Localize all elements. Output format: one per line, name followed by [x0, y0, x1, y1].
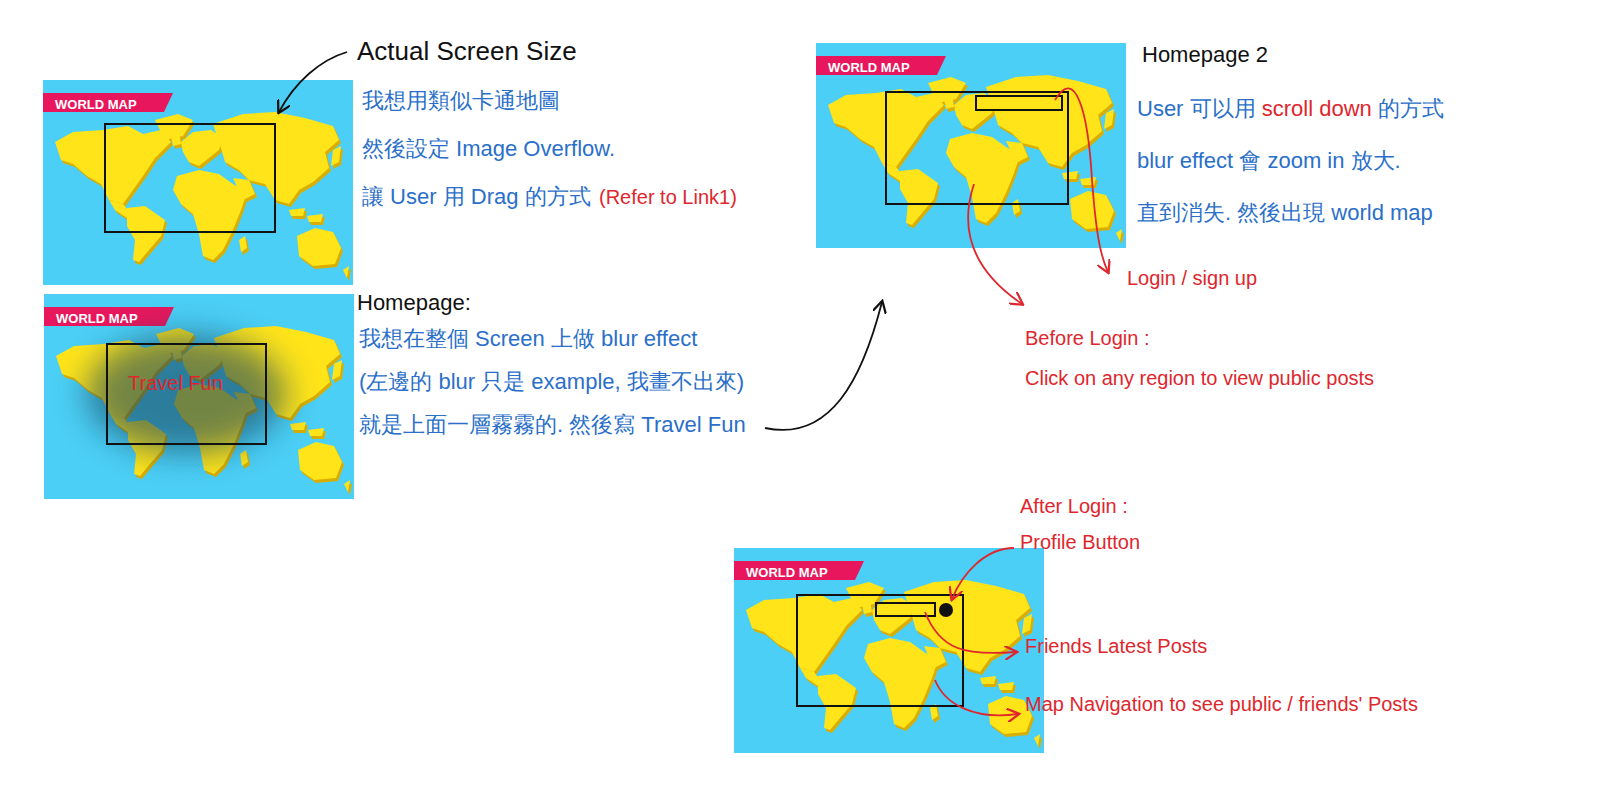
annotation-text: Before Login : [1025, 327, 1150, 349]
world-map-panel: WORLD MAP [816, 43, 1126, 248]
annotation-block: Friends Latest Posts [1025, 634, 1207, 658]
world-map-art [734, 548, 1044, 753]
annotation-text: Map Navigation to see public / friends' … [1025, 693, 1418, 715]
annotation-text: Homepage 2 [1142, 42, 1268, 67]
screen-frame [886, 92, 1068, 204]
blur-effect [86, 334, 286, 454]
annotation-text: Profile Button [1020, 531, 1140, 553]
annotation-text: Click on any region to view public posts [1025, 367, 1374, 389]
annotation-block: Map Navigation to see public / friends' … [1025, 692, 1418, 716]
leader-arrow [935, 680, 1018, 715]
world-map-art [44, 294, 354, 499]
annotation-text: Homepage: [357, 290, 471, 315]
annotation-block: 我想用類似卡通地圖 然後設定 Image Overflow. 讓 User 用 … [362, 78, 630, 222]
screen-frame [105, 124, 275, 232]
leader-arrow [952, 548, 1014, 599]
annotation-block: Before Login : [1025, 326, 1150, 350]
world-map-panel: WORLD MAP Travel Fun [44, 294, 354, 499]
leader-arrow [968, 184, 1022, 304]
annotation-block: Profile Button [1020, 530, 1140, 554]
map-tag-text: WORLD MAP [746, 565, 828, 581]
overlay-title: Travel Fun [128, 371, 223, 395]
annotation-block: Click on any region to view public posts [1025, 366, 1374, 390]
annotation-block: Homepage 2 [1142, 42, 1268, 68]
annotation-block: Login / sign up [1127, 266, 1257, 290]
annotation-block: After Login : [1020, 494, 1128, 518]
annotation-text: Actual Screen Size [357, 36, 577, 66]
annotation-block: (Refer to Link1) [599, 185, 737, 209]
annotation-text: 我想用類似卡通地圖 然後設定 Image Overflow. 讓 User 用 … [362, 88, 615, 209]
annotation-text: After Login : [1020, 495, 1128, 517]
screen-frame [797, 595, 963, 706]
leader-arrow [925, 612, 1016, 653]
annotation-text: Login / sign up [1127, 267, 1257, 289]
annotation-block: Homepage: [357, 290, 471, 316]
annotation-text: User 可以用 [1137, 96, 1256, 121]
world-map-panel: WORLD MAP [734, 548, 1044, 753]
map-tag-text: WORLD MAP [56, 311, 138, 327]
annotation-block: User 可以用scroll down的方式 blur effect 會 zoo… [1137, 84, 1467, 240]
map-tag-text: WORLD MAP [55, 97, 137, 113]
world-map-art [816, 43, 1126, 248]
annotation-block: 我想在整個 Screen 上做 blur effect (左邊的 blur 只是… [359, 318, 759, 447]
profile-dot [939, 603, 953, 617]
annotation-block: Actual Screen Size [357, 36, 577, 67]
map-tag-text: WORLD MAP [828, 60, 910, 76]
annotation-text: scroll down [1262, 96, 1372, 121]
screen-frame-box: Travel Fun [106, 343, 267, 445]
annotation-text: Friends Latest Posts [1025, 635, 1207, 657]
leader-arrow [279, 52, 347, 112]
world-map-panel: WORLD MAP [43, 80, 353, 285]
leader-arrow [1055, 88, 1108, 272]
flow-arrow [765, 302, 882, 430]
world-map-art [43, 80, 353, 285]
annotation-text: (Refer to Link1) [599, 186, 737, 208]
login-bar [976, 96, 1062, 110]
annotation-text: 我想在整個 Screen 上做 blur effect (左邊的 blur 只是… [359, 326, 746, 437]
